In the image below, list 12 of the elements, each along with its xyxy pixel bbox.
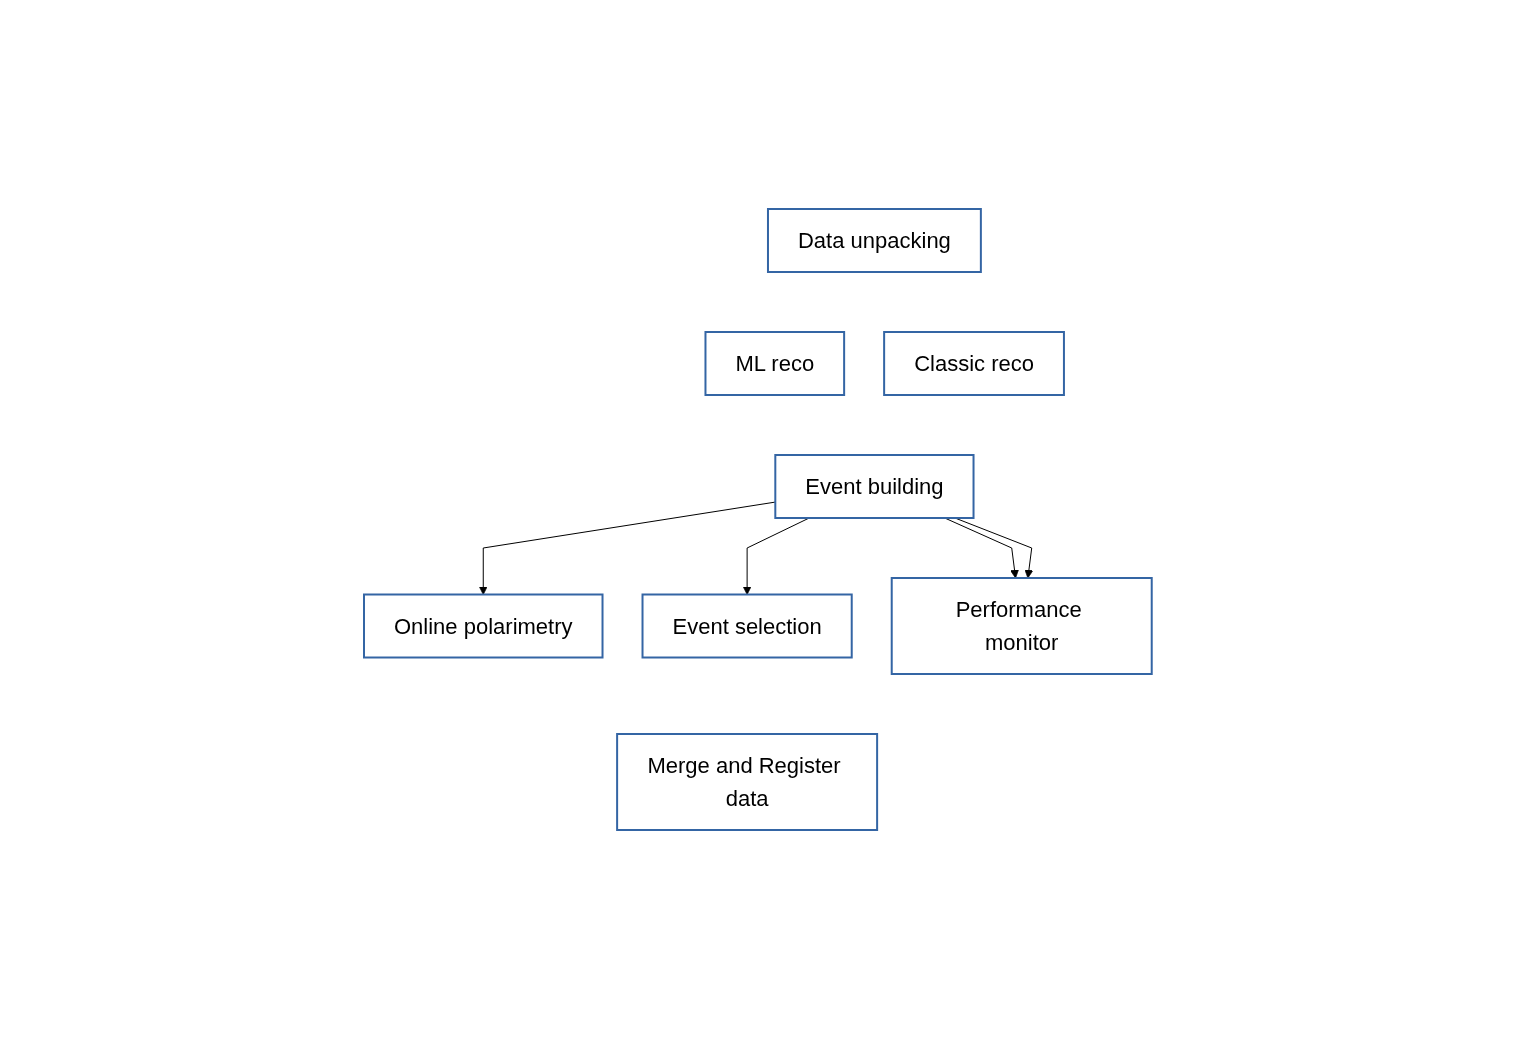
node-box: Online polarimetry (363, 593, 604, 658)
arrow (954, 517, 1034, 578)
node-box: Merge and Register data (616, 732, 879, 831)
node-box: Event selection (641, 593, 853, 658)
node-box: Event building (774, 453, 975, 519)
arrow (479, 501, 776, 595)
arrow (944, 517, 1020, 578)
node-box: ML reco (704, 330, 846, 396)
node-box: Performance monitor (890, 576, 1153, 675)
node-box: Data unpacking (767, 207, 982, 273)
arrow (742, 517, 810, 595)
node-box: Classic reco (883, 330, 1066, 396)
